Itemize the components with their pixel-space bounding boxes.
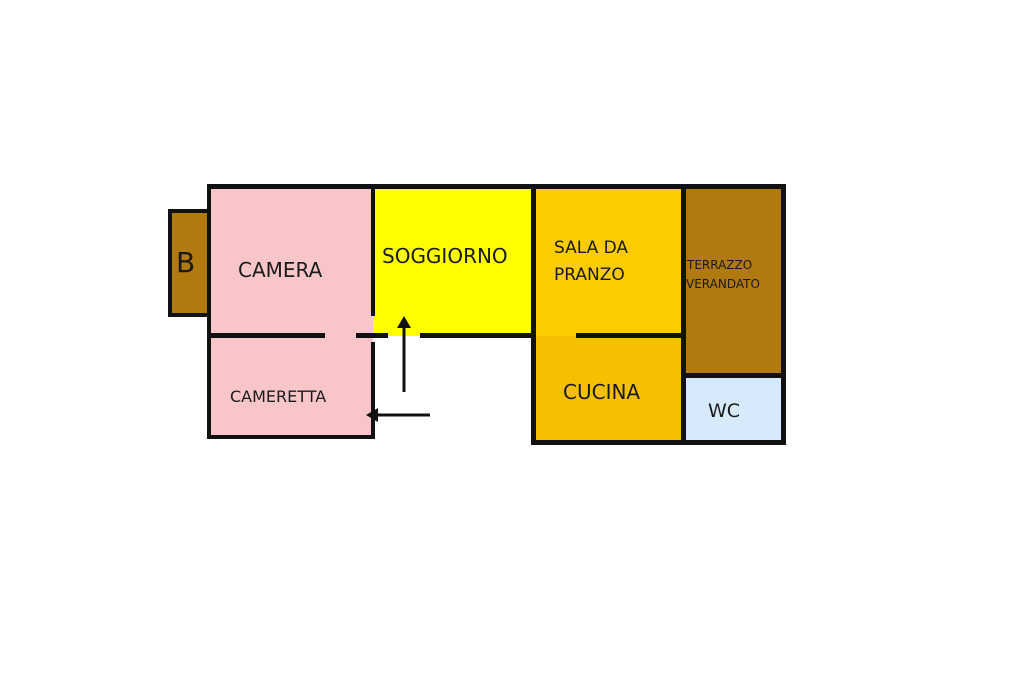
wall-soggiorno-pranzo — [531, 186, 536, 336]
outer-wall-right — [781, 184, 786, 445]
balcony-wall-bottom — [168, 313, 210, 317]
wall-soggiorno-bottom — [420, 333, 536, 338]
balcony-wall-left — [168, 209, 172, 317]
cucina-label: CUCINA — [563, 380, 641, 404]
soggiorno-label: SOGGIORNO — [382, 244, 508, 268]
cameretta-room — [210, 336, 373, 438]
balcony-room — [171, 211, 211, 315]
wall-pranzo-terrazzo — [681, 186, 686, 445]
balcony-label: B — [176, 246, 196, 279]
outer-wall-top — [207, 184, 786, 189]
outer-wall-bottom-left — [207, 435, 375, 439]
wall-pranzo-cucina — [576, 333, 684, 338]
cucina-room — [533, 336, 683, 443]
arrow-left-icon — [366, 408, 430, 422]
outer-wall-left — [207, 184, 211, 439]
soggiorno-room — [373, 186, 533, 336]
wall-terrazzo-wc — [683, 373, 784, 378]
wc-room — [683, 376, 784, 443]
wall-camera-cameretta — [210, 333, 325, 338]
wall-cameretta-right — [371, 342, 375, 439]
balcony-wall-top — [168, 209, 210, 213]
pranzo-room — [533, 186, 683, 336]
pranzo-label-line2: PRANZO — [554, 265, 625, 285]
outer-wall-bottom-right — [531, 440, 786, 445]
terrazzo-room — [683, 186, 784, 376]
cameretta-label: CAMERETTA — [230, 387, 327, 406]
camera-room — [210, 186, 373, 336]
arrow-up-icon — [397, 316, 411, 392]
wc-label: WC — [708, 400, 741, 422]
wall-cucina-left — [531, 336, 536, 445]
terrazzo-label-line2: VERANDATO — [686, 277, 760, 291]
pranzo-label-line1: SALA DA — [554, 238, 629, 258]
wall-camera-soggiorno — [371, 186, 375, 316]
camera-label: CAMERA — [238, 258, 323, 282]
wall-corridor-stub — [356, 333, 388, 338]
terrazzo-label-line1: TERRAZZO — [687, 258, 753, 272]
